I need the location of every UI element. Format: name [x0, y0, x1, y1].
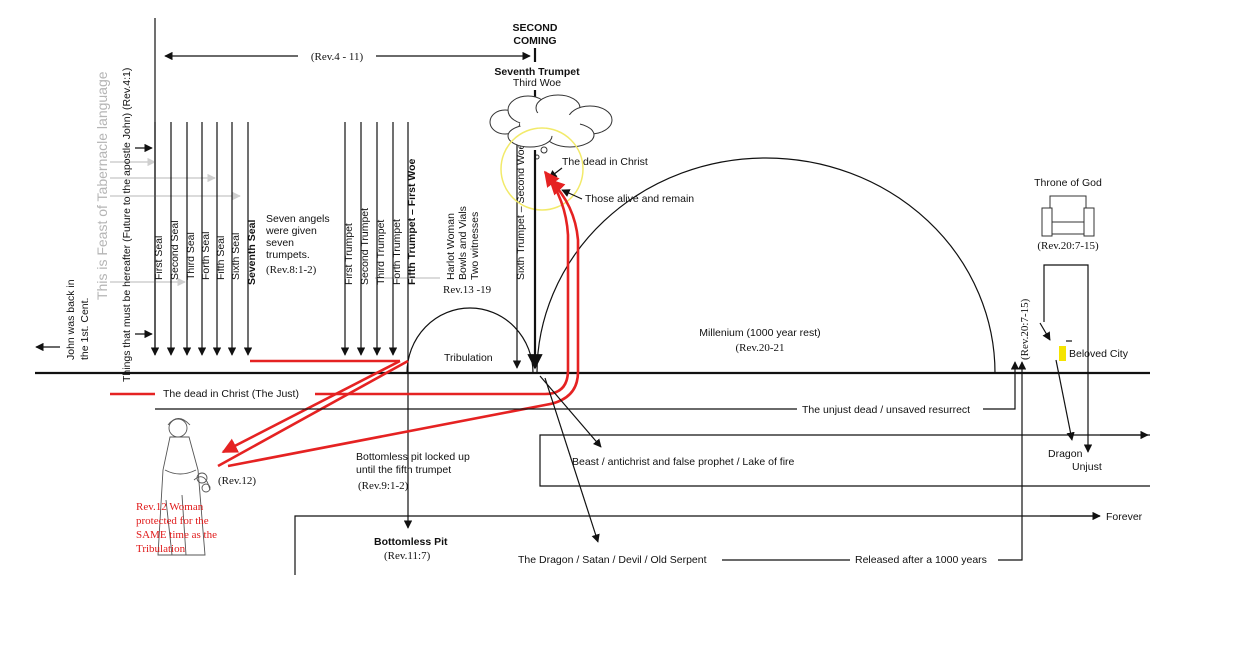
woman-figure-icon [157, 418, 211, 556]
svg-text:seven: seven [266, 237, 294, 249]
red-arrows [110, 170, 580, 468]
dragon-arrow [544, 377, 600, 543]
rev-11-7-label: (Rev.11:7) [384, 550, 431, 562]
seal-label: Second Seal [169, 220, 181, 280]
bowls-vials-label: Bowls and Vials [457, 206, 469, 280]
seven-angels-note: Seven angels were given seven trumpets. … [265, 213, 330, 276]
sixth-trumpet-label: Sixth Trumpet – Second Woe [515, 143, 527, 280]
tribulation-arc [406, 307, 534, 374]
seal-label: Forth Seal [200, 232, 212, 280]
trumpets-group: First Trumpet Second Trumpet Third Trump… [340, 122, 418, 529]
released-to-judgement-arrow [998, 361, 1027, 561]
forever-line [294, 515, 1100, 575]
woman-note-line: protected for the [136, 515, 209, 527]
pointer-arrow [548, 167, 563, 179]
rapture-halo [500, 127, 584, 211]
rev-9-1-2-label: (Rev.9:1-2) [358, 480, 409, 492]
svg-text:trumpets.: trumpets. [266, 249, 310, 261]
bottomless-locked-label: Bottomless pit locked up [356, 451, 470, 463]
rev-13-19-label: Rev.13 -19 [443, 284, 492, 296]
svg-text:(Rev.8:1-2): (Rev.8:1-2) [266, 264, 317, 276]
forever-label: Forever [1106, 511, 1143, 523]
john-back-label-1: John was back in [65, 279, 77, 360]
throne-icon [1041, 195, 1095, 237]
rev-20-7-15-vertical-label: (Rev.20:7-15) [1019, 298, 1031, 360]
dragon-satan-label: The Dragon / Satan / Devil / Old Serpent [518, 554, 707, 566]
rev-20-7-15-label: (Rev.20:7-15) [1037, 240, 1099, 252]
trumpet-label: Second Trumpet [359, 208, 371, 285]
seals-group: First Seal Second Seal Third Seal Forth … [150, 122, 258, 356]
unjust-to-judgement-arrow [985, 361, 1020, 410]
seal-label: Third Seal [185, 232, 197, 280]
dragon-label: Dragon [1048, 448, 1083, 460]
city-to-dragon-arrow [1055, 359, 1075, 441]
two-witnesses-label: Two witnesses [469, 212, 481, 280]
dead-in-christ-top-label: The dead in Christ [562, 156, 648, 168]
trumpet-label: Fifth Trumpet – First Woe [406, 158, 418, 285]
trumpet-label: First Trumpet [343, 223, 355, 285]
rev-4-11-label: (Rev.4 - 11) [311, 51, 364, 63]
second-coming-label: SECOND [513, 22, 558, 34]
released-label: Released after a 1000 years [855, 554, 987, 566]
seal-label: Fifth Seal [215, 236, 227, 280]
throne-to-city-arrow [1039, 322, 1051, 341]
beast-label: Beast / antichrist and false prophet / L… [572, 456, 795, 468]
tribulation-label: Tribulation [444, 352, 493, 364]
svg-text:Seven angels: Seven angels [266, 213, 330, 225]
cloud-puff-icon [540, 146, 548, 154]
throne-label: Throne of God [1034, 177, 1102, 189]
seal-label: Sixth Seal [230, 233, 242, 280]
trumpet-label: Forth Trumpet [391, 219, 403, 285]
millenium-label: Millenium (1000 year rest) [699, 327, 820, 339]
seal-label: First Seal [153, 236, 165, 280]
bottomless-pit-label: Bottomless Pit [374, 536, 448, 548]
woman-note-line: Tribulation [136, 543, 186, 555]
john-back-label-2: the 1st. Cent. [79, 298, 91, 360]
feast-language-label: This is Feast of Tabernacle language [94, 71, 110, 300]
throne-to-unjust-arrow [1043, 264, 1093, 453]
cloud-icon [489, 94, 613, 148]
seal-label: Seventh Seal [246, 220, 258, 285]
beast-arrow [539, 375, 602, 448]
woman-note-line: Rev.12 Woman [136, 501, 204, 513]
second-coming-label: COMING [513, 35, 556, 47]
dead-in-christ-just-label: The dead in Christ (The Just) [163, 388, 299, 400]
third-woe-label: Third Woe [513, 77, 561, 89]
seventh-trumpet-label: Seventh Trumpet [494, 66, 580, 78]
alive-remain-label: Those alive and remain [585, 193, 694, 205]
bottomless-locked-label: until the fifth trumpet [356, 464, 451, 476]
beloved-city-marker [1059, 346, 1066, 361]
beloved-city-label: Beloved City [1069, 348, 1129, 360]
unjust-label: Unjust [1072, 461, 1102, 473]
woman-note-line: SAME time as the [136, 529, 217, 541]
beast-box [539, 434, 1150, 487]
rev-20-21-label: (Rev.20-21 [735, 342, 784, 354]
svg-text:were given: were given [265, 225, 317, 237]
rev-12-label: (Rev.12) [218, 475, 256, 487]
millenium-arc [536, 157, 996, 374]
trumpet-label: Third Trumpet [375, 220, 387, 285]
unjust-dead-label: The unjust dead / unsaved resurrect [802, 404, 970, 416]
things-hereafter-label: Things that must be hereafter (Future to… [121, 68, 133, 382]
harlot-woman-label: Harlot Woman [445, 213, 457, 280]
